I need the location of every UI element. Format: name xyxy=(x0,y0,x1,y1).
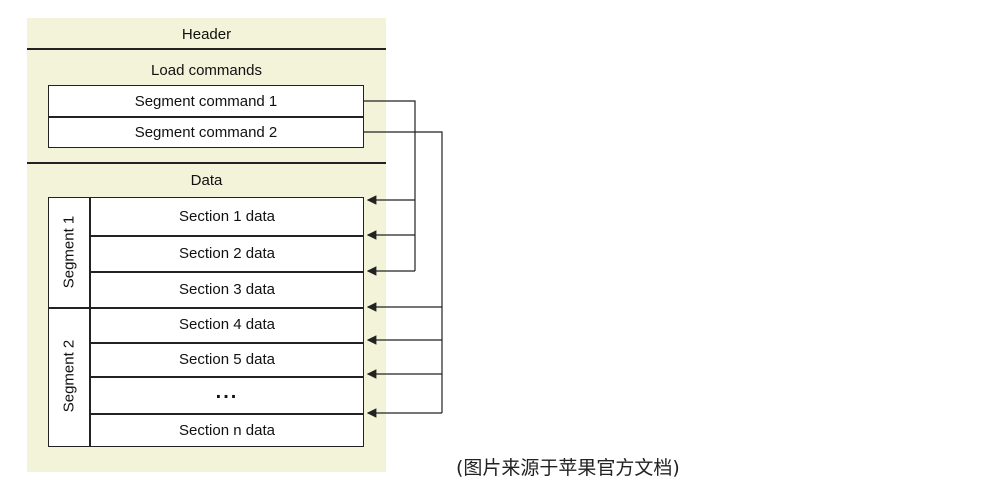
section-5-data: Section 5 data xyxy=(179,350,275,368)
load-commands-divider xyxy=(48,116,364,118)
section-divider xyxy=(90,235,364,237)
section-divider xyxy=(90,413,364,415)
section-ellipsis: ... xyxy=(215,380,239,403)
section-n-data: Section n data xyxy=(179,422,275,439)
segment-command-1-connector xyxy=(364,100,416,271)
load-commands-label: Load commands xyxy=(151,61,262,79)
segment-command-2: Segment command 2 xyxy=(134,123,278,141)
section-divider xyxy=(90,376,364,378)
data-section-label: Data xyxy=(190,171,223,189)
section-divider xyxy=(90,342,364,344)
section-1-data: Section 1 data xyxy=(179,208,275,225)
load-commands-bottom-divider xyxy=(27,162,386,164)
section-2-data: Section 2 data xyxy=(179,245,275,262)
data-box xyxy=(48,197,364,447)
segment-divider xyxy=(48,307,364,309)
segment-label-column-divider xyxy=(89,197,91,447)
segment-command-1: Segment command 1 xyxy=(134,92,278,110)
header-divider xyxy=(27,48,386,50)
header-section-label: Header xyxy=(181,25,232,43)
section-divider xyxy=(90,271,364,273)
section-3-data: Section 3 data xyxy=(179,280,275,298)
source-caption: (图片来源于苹果官方文档) xyxy=(456,457,680,479)
segment-command-2-connector xyxy=(364,131,443,413)
section-4-data: Section 4 data xyxy=(179,316,275,333)
